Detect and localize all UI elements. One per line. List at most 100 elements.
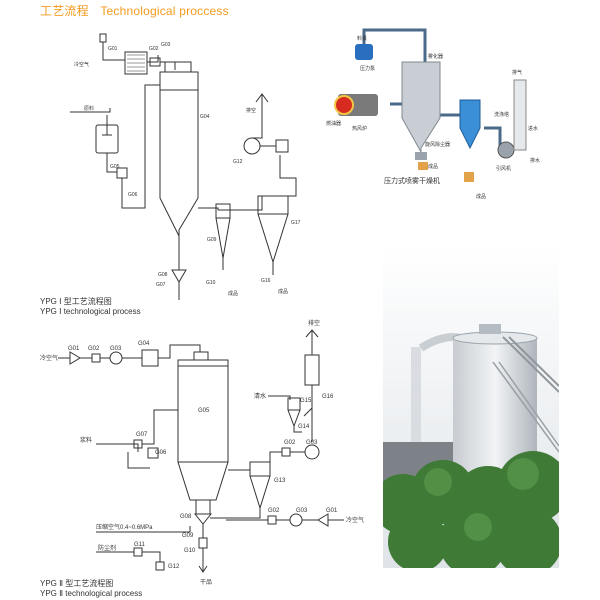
sch-label-burner: 燃油器 <box>326 120 341 127</box>
sch-cyclone <box>459 99 481 150</box>
photo-duct <box>411 347 421 507</box>
d2-valve-g02 <box>91 353 101 363</box>
d1-exhaust-arrow <box>255 93 269 103</box>
d2-filter-g01 <box>69 351 81 365</box>
d1-bag-filter <box>257 195 289 215</box>
sch-product-bin2 <box>418 162 428 170</box>
d1-label-g02: G02 <box>149 46 159 52</box>
d2-label-g02: G02 <box>88 346 100 352</box>
d2-pipe <box>293 426 302 433</box>
d2-label-g16: G16 <box>322 394 334 400</box>
d1-label-cold-air: 冷空气 <box>74 61 89 68</box>
d2-valve-g02c <box>267 515 277 525</box>
d2-fan-g03c <box>289 513 303 527</box>
d2-label-g05: G05 <box>198 408 210 414</box>
d2-g09 <box>198 537 208 549</box>
d2-label-material: 浆料 <box>80 436 92 444</box>
d2-label-g02c: G02 <box>268 508 280 514</box>
d1-label-g06: G06 <box>128 192 138 198</box>
section-header: 工艺流程 Technological proccess <box>40 2 229 19</box>
d2-label-g07: G07 <box>136 432 148 438</box>
d1-label-g17: G17 <box>291 220 301 226</box>
d1-label-product1: 成品 <box>228 290 238 297</box>
d2-label-dry: 干品 <box>200 579 212 586</box>
d2-valve-g11 <box>133 547 143 557</box>
sch-scrubber <box>513 79 527 151</box>
d2-compressed-air-line <box>96 526 191 533</box>
d2-label-compressed-air: 压缩空气0.4~0.6MPa <box>96 523 153 531</box>
d2-pipe <box>269 451 282 462</box>
sch-dryer-chamber <box>401 61 441 154</box>
d2-label-g01c: G01 <box>326 508 338 514</box>
d2-label-g01: G01 <box>68 346 80 352</box>
d1-label-g01: G01 <box>108 46 118 52</box>
d1-heater <box>124 51 148 75</box>
sch-outlet <box>415 152 427 160</box>
d2-pipe <box>210 508 261 519</box>
d2-label-g03c: G03 <box>296 508 308 514</box>
sch-burner <box>334 95 354 115</box>
d2-cyclone-top-g13 <box>249 461 271 477</box>
d1-label-g04: G04 <box>200 114 210 120</box>
photo-illustration <box>383 242 559 568</box>
d2-g06 <box>147 447 159 459</box>
d2-label-g12: G12 <box>168 564 180 570</box>
d2-cyclone-g13 <box>249 475 271 510</box>
d2-label-cold-air-out: 冷空气 <box>346 516 364 524</box>
spray-dryer-photo <box>383 242 559 568</box>
sch-pipe <box>484 126 502 150</box>
d2-label-g09: G09 <box>182 533 194 539</box>
sch-label-hot-furnace: 热风炉 <box>352 125 367 132</box>
sch-feed-pump <box>355 44 373 60</box>
d2-caption-cn: YPG Ⅱ 型工艺流程图 <box>40 579 114 588</box>
d2-label-cold-air-in: 冷空气 <box>40 354 58 362</box>
d2-valve-g08 <box>193 513 213 525</box>
sch-label-product1: 成品 <box>428 163 438 170</box>
d2-pipe <box>158 344 201 359</box>
d2-pipe <box>96 443 139 452</box>
d2-tower-bottom <box>195 500 211 515</box>
d2-heater-g04 <box>141 349 159 367</box>
d2-fan-g03 <box>109 351 123 365</box>
d2-g15 <box>287 397 301 411</box>
d2-dryer-tower <box>177 359 229 501</box>
d1-label-product2: 成品 <box>278 288 288 295</box>
d2-pipe <box>127 452 150 469</box>
sch-label-exhaust: 排气 <box>512 69 522 76</box>
photo-roof-unit <box>479 324 501 334</box>
d1-label-g08: G08 <box>158 272 168 278</box>
d1-pipe <box>70 108 111 113</box>
d1-rotary-valve <box>171 236 187 283</box>
d2-distributor <box>193 351 209 361</box>
sch-label-water-in: 进水 <box>528 125 538 132</box>
d2-label-g03b: G03 <box>306 440 318 446</box>
sch-label-cyclone: 旋风除尘器 <box>425 141 450 148</box>
d2-exhaust-arrow <box>305 329 319 338</box>
sch-label-scrubber: 洗涤塔 <box>494 111 509 118</box>
header-title-cn: 工艺流程 <box>40 4 89 18</box>
d1-heater-fins <box>127 54 145 72</box>
d2-label-anti-stick: 防尘剂 <box>98 544 116 552</box>
d2-pipe <box>142 551 161 562</box>
d1-cyclone1-top <box>215 203 231 219</box>
d2-pipe <box>142 409 178 445</box>
d1-label-g07: G07 <box>156 282 166 288</box>
d2-scrubber-g16 <box>304 354 320 386</box>
d2-label-g08: G08 <box>180 514 192 520</box>
d2-water-pipe <box>268 395 291 400</box>
d1-agitator <box>102 115 112 136</box>
d2-filter-g01c <box>317 513 329 527</box>
d1-pipe <box>144 84 160 198</box>
d2-label-g10: G10 <box>184 548 196 554</box>
d2-label-exhaust: 排空 <box>308 319 320 327</box>
d1-label-g05: G05 <box>110 164 120 170</box>
d2-discharge <box>198 548 208 573</box>
d1-label-g03: G03 <box>161 42 171 48</box>
photo-staircase2 <box>492 361 559 453</box>
photo-staircase <box>502 336 559 393</box>
d1-caption-en: YPG Ⅰ technological process <box>40 307 141 316</box>
d2-caption-en: YPG Ⅱ technological process <box>40 589 143 598</box>
d2-label-g02b: G02 <box>284 440 296 446</box>
header-title-en: Technological proccess <box>100 4 229 18</box>
